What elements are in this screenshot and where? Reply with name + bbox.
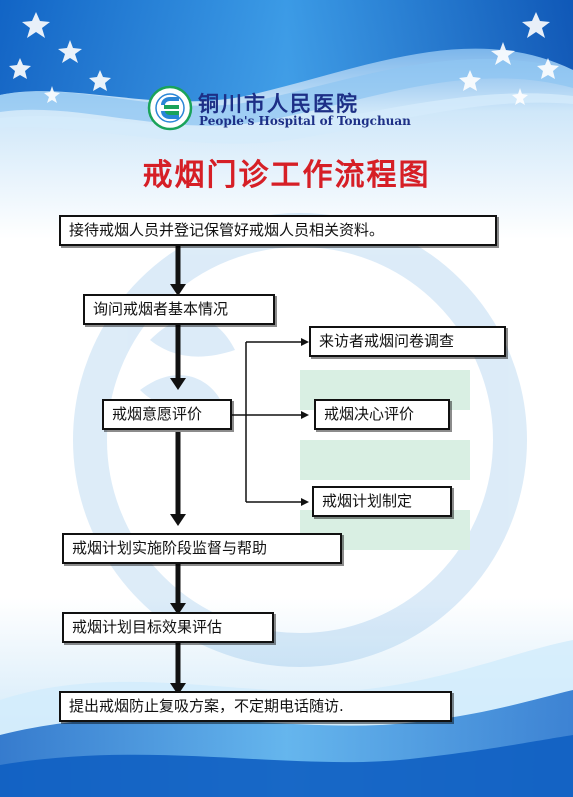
evaluation-item-plan-making: 戒烟计划制定 (312, 486, 452, 517)
evaluation-item-questionnaire: 来访者戒烟问卷调查 (309, 326, 506, 357)
page-title: 戒烟门诊工作流程图 (142, 158, 431, 193)
flow-step-willingness-evaluation: 戒烟意愿评价 (102, 399, 232, 430)
hospital-emblem-icon (147, 85, 193, 131)
star-icon (9, 12, 559, 105)
flow-step-relapse-prevention: 提出戒烟防止复吸方案，不定期电话随访. (59, 691, 452, 722)
flow-step-effect-assessment: 戒烟计划目标效果评估 (62, 612, 274, 643)
hospital-name-cn: 铜川市人民医院 (198, 91, 359, 116)
hospital-name-en: People's Hospital of Tongchuan (199, 114, 411, 128)
evaluation-item-determination: 戒烟决心评价 (314, 399, 450, 430)
flow-step-basic-info: 询问戒烟者基本情况 (83, 294, 275, 325)
flow-step-implementation-support: 戒烟计划实施阶段监督与帮助 (62, 533, 342, 564)
flow-step-register: 接待戒烟人员并登记保管好戒烟人员相关资料。 (59, 215, 497, 246)
